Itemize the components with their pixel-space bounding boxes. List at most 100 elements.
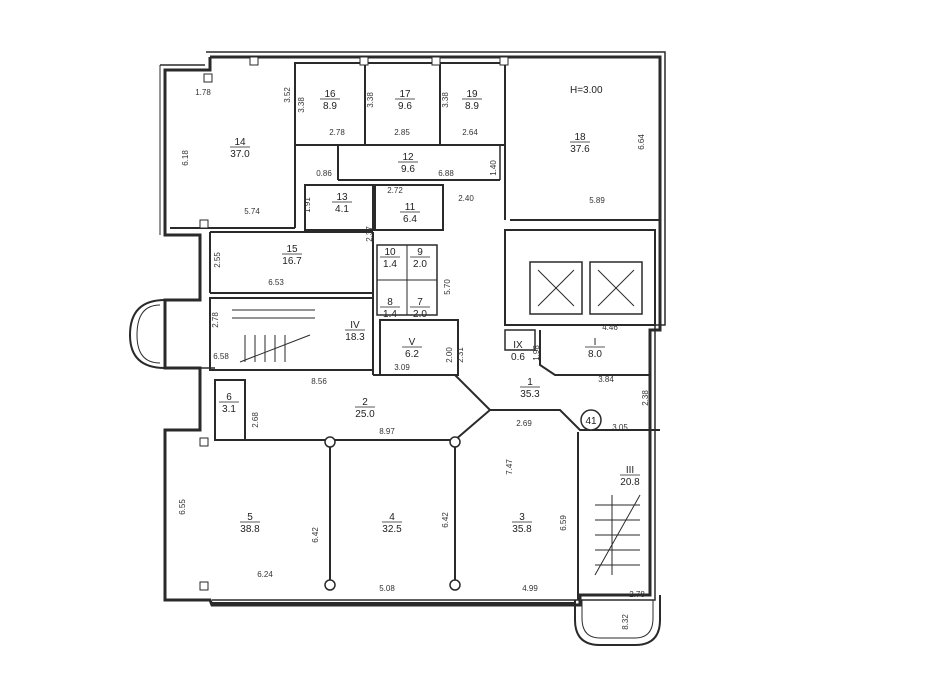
room-12-area: 9.6 [401, 164, 415, 175]
room-6-area: 3.1 [222, 404, 236, 415]
room-1-area: 35.3 [520, 389, 540, 400]
ceiling-height: H=3.00 [570, 85, 603, 96]
room-17-area: 9.6 [398, 101, 412, 112]
dimension-label: 2.64 [462, 128, 478, 137]
dimension-label: 3.38 [366, 92, 375, 108]
room-4: 432.5 [382, 512, 402, 535]
room-IX: IX0.6 [508, 340, 528, 363]
room-11-area: 6.4 [403, 214, 417, 225]
room-3: 335.8 [512, 512, 532, 535]
stairs-iv [232, 309, 315, 363]
room-12: 129.6 [398, 152, 418, 175]
room-9: 92.0 [410, 247, 430, 270]
dimension-label: 2.78 [211, 312, 220, 328]
room-11-number: 11 [405, 202, 416, 213]
dimension-label: 4.46 [602, 323, 618, 332]
room-III-area: 20.8 [620, 477, 640, 488]
room-V-number: V [409, 337, 416, 348]
room-5: 538.8 [240, 512, 260, 535]
dimension-label: 2.68 [251, 412, 260, 428]
room-10-area: 1.4 [383, 259, 397, 270]
room-14-area: 37.0 [230, 149, 250, 160]
room-16: 168.9 [320, 89, 340, 112]
room-IV-number: IV [350, 320, 360, 331]
room-16-area: 8.9 [323, 101, 337, 112]
room-17: 179.6 [395, 89, 415, 112]
dimension-label: 6.42 [311, 527, 320, 543]
dimension-label: 2.55 [213, 252, 222, 268]
room-2: 225.0 [355, 397, 375, 420]
dimension-label: 3.38 [297, 97, 306, 113]
room-4-number: 4 [389, 512, 395, 523]
dimension-label: 2.85 [394, 128, 410, 137]
axis-marker-label: 41 [585, 416, 597, 427]
room-8: 81.4 [380, 297, 400, 320]
dimension-label: 1.78 [195, 88, 211, 97]
dimension-label: 2.00 [445, 347, 454, 363]
dimension-label: 6.59 [559, 515, 568, 531]
dimension-label: 2.72 [387, 186, 403, 195]
axis-marker-circle [580, 409, 602, 431]
room-8-number: 8 [387, 297, 393, 308]
room-7-number: 7 [417, 297, 423, 308]
room-IX-area: 0.6 [511, 352, 525, 363]
dimension-label: 2.40 [458, 194, 474, 203]
dimension-label: 6.53 [268, 278, 284, 287]
room-V-area: 6.2 [405, 349, 419, 360]
dimension-label: 1.40 [489, 160, 498, 176]
dimension-label: 8.32 [621, 614, 630, 630]
dimension-label: 1.91 [303, 197, 312, 213]
room-17-number: 17 [399, 89, 411, 100]
room-IX-number: IX [513, 340, 523, 351]
dimension-label: 7.47 [505, 459, 514, 475]
room-7: 72.0 [410, 297, 430, 320]
room-3-area: 35.8 [512, 524, 532, 535]
room-11: 116.4 [400, 202, 420, 225]
dimension-label: 3.52 [283, 87, 292, 103]
room-I-number: I [594, 337, 597, 348]
dimension-label: 2.37 [365, 226, 374, 242]
room-1: 135.3 [520, 377, 540, 400]
room-9-number: 9 [417, 247, 423, 258]
room-16-number: 16 [324, 89, 336, 100]
room-IV-area: 18.3 [345, 332, 365, 343]
dimension-label: 2.78 [329, 128, 345, 137]
room-10-number: 10 [384, 247, 396, 258]
room-19-area: 8.9 [465, 101, 479, 112]
room-18-area: 37.6 [570, 144, 590, 155]
room-4-area: 32.5 [382, 524, 402, 535]
room-14-number: 14 [234, 137, 246, 148]
room-13-number: 13 [336, 192, 348, 203]
dimension-label: 2.78 [629, 590, 645, 599]
outer-walls [128, 51, 666, 646]
dimension-label: 6.64 [637, 134, 646, 150]
dimension-label: 5.08 [379, 584, 395, 593]
room-10: 101.4 [380, 247, 400, 270]
interior-walls [170, 56, 660, 600]
dimension-label: 5.74 [244, 207, 260, 216]
room-2-number: 2 [362, 397, 368, 408]
room-13-area: 4.1 [335, 204, 349, 215]
room-15-area: 16.7 [282, 256, 302, 267]
room-III-number: III [626, 465, 634, 476]
room-3-number: 3 [519, 512, 525, 523]
dimension-label: 3.09 [394, 363, 410, 372]
dimension-label: 3.05 [612, 423, 628, 432]
room-5-number: 5 [247, 512, 253, 523]
dimension-label: 1.98 [532, 345, 541, 361]
room-6-number: 6 [226, 392, 232, 403]
room-8-area: 1.4 [383, 309, 397, 320]
dimension-label: 6.55 [178, 499, 187, 515]
dimension-label: 6.24 [257, 570, 273, 579]
room-2-area: 25.0 [355, 409, 375, 420]
dimension-label: 3.38 [441, 92, 450, 108]
room-5-area: 38.8 [240, 524, 260, 535]
dimension-label: 5.89 [589, 196, 605, 205]
room-labels: 135.3225.0335.8432.5538.863.172.081.492.… [219, 89, 640, 535]
